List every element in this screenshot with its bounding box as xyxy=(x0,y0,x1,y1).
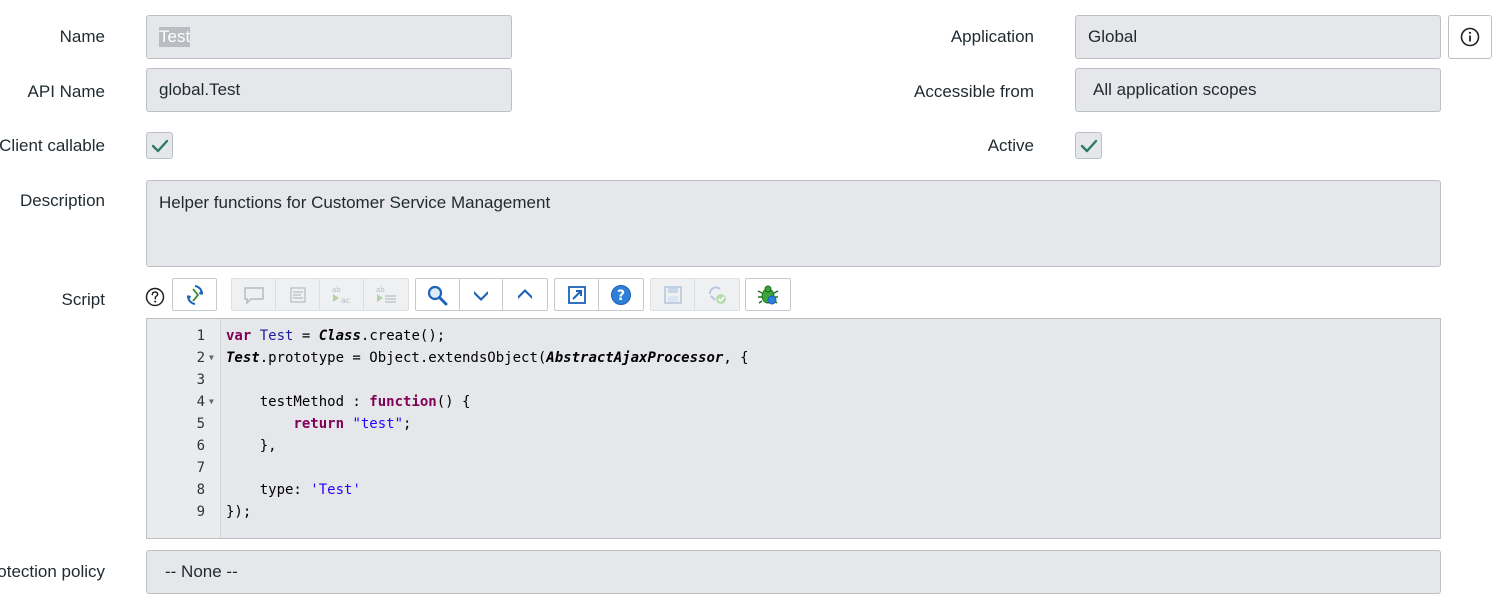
name-input[interactable]: Test xyxy=(146,15,512,59)
svg-text:ab: ab xyxy=(332,286,341,294)
save-icon xyxy=(663,285,682,304)
search-button[interactable] xyxy=(416,279,460,310)
accessible-from-select[interactable]: All application scopes xyxy=(1075,68,1441,112)
application-info-button[interactable] xyxy=(1448,15,1492,59)
previous-icon xyxy=(518,288,533,299)
name-input-value: Test xyxy=(159,27,191,47)
code-text: }); xyxy=(226,504,252,520)
name-label: Name xyxy=(59,27,105,46)
line-number: 1 xyxy=(196,328,205,344)
code-text: Test.prototype = Object.extendsObject(Ab… xyxy=(226,350,749,366)
format-icon xyxy=(289,286,306,303)
description-value: Helper functions for Customer Service Ma… xyxy=(159,193,551,212)
code-text: return "test"; xyxy=(293,416,412,432)
toggle-syntax-button[interactable] xyxy=(173,279,216,310)
replace-button[interactable]: ab ac xyxy=(320,279,364,310)
replace-icon: ab ac xyxy=(332,286,350,305)
toggle-syntax-icon xyxy=(186,284,203,305)
toolbar-group-debug xyxy=(745,278,791,311)
save-script-button[interactable] xyxy=(651,279,695,310)
application-field[interactable]: Global xyxy=(1075,15,1441,59)
protection-policy-label: otection policy xyxy=(0,562,105,581)
line-number: 3 xyxy=(196,372,205,388)
code-text: testMethod : function() { xyxy=(226,394,471,410)
code-text: }, xyxy=(226,438,277,454)
find-previous-button[interactable] xyxy=(503,279,547,310)
debug-button[interactable] xyxy=(746,279,790,310)
protection-policy-value: -- None -- xyxy=(165,562,238,581)
toolbar-group-view: ? xyxy=(554,278,644,311)
active-label: Active xyxy=(987,136,1034,155)
fullscreen-button[interactable] xyxy=(555,279,599,310)
code-text: var Test = Class.create(); xyxy=(226,328,446,344)
toolbar-group-edit: ab ac ab xyxy=(231,278,409,311)
line-number-gutter xyxy=(147,319,221,538)
line-number: 7 xyxy=(196,460,205,476)
api-name-label: API Name xyxy=(27,82,105,101)
svg-text:ab: ab xyxy=(376,286,385,294)
help-icon: ? xyxy=(611,284,631,305)
script-label: Script xyxy=(61,290,105,309)
svg-text:?: ? xyxy=(617,288,625,304)
validate-button[interactable] xyxy=(695,279,739,310)
line-number: 5 xyxy=(196,416,205,432)
replace-all-button[interactable]: ab xyxy=(364,279,408,310)
description-textarea[interactable]: Helper functions for Customer Service Ma… xyxy=(146,180,1441,267)
description-label: Description xyxy=(19,191,105,210)
validate-icon xyxy=(709,286,726,304)
api-name-field[interactable]: global.Test xyxy=(146,68,512,112)
toolbar-group-syntax xyxy=(172,278,217,311)
info-icon xyxy=(1460,27,1480,47)
comment-button[interactable] xyxy=(232,279,276,310)
toolbar-group-search xyxy=(415,278,548,311)
active-checkbox[interactable] xyxy=(1075,132,1102,159)
fold-arrow-icon[interactable]: ▼ xyxy=(209,353,214,362)
accessible-from-label: Accessible from xyxy=(914,82,1034,101)
checkmark-icon xyxy=(151,139,168,152)
accessible-from-value: All application scopes xyxy=(1093,80,1257,99)
help-circle-icon[interactable] xyxy=(145,287,165,307)
format-button[interactable] xyxy=(276,279,320,310)
line-number: 9 xyxy=(196,504,205,520)
line-number: 2 xyxy=(196,350,205,366)
fold-arrow-icon[interactable]: ▼ xyxy=(209,397,214,406)
client-callable-checkbox[interactable] xyxy=(146,132,173,159)
application-label: Application xyxy=(950,27,1034,46)
code-text: type: 'Test' xyxy=(226,482,361,498)
find-next-button[interactable] xyxy=(460,279,504,310)
comment-icon xyxy=(243,286,264,305)
client-callable-label: Client callable xyxy=(0,136,105,155)
fullscreen-icon xyxy=(567,285,586,304)
line-number: 8 xyxy=(196,482,205,498)
debug-icon xyxy=(757,285,779,304)
replace-all-icon: ab xyxy=(376,286,396,303)
script-help-button[interactable]: ? xyxy=(599,279,643,310)
checkmark-icon xyxy=(1080,139,1097,152)
line-number: 6 xyxy=(196,438,205,454)
next-icon xyxy=(474,290,488,301)
api-name-value: global.Test xyxy=(159,80,241,99)
toolbar-group-save xyxy=(650,278,740,311)
search-icon xyxy=(428,285,448,305)
application-value: Global xyxy=(1088,27,1138,46)
svg-text:ac: ac xyxy=(341,296,350,305)
protection-policy-select[interactable]: -- None -- xyxy=(146,550,1441,594)
script-editor[interactable]: 1 var Test = Class.create(); 2 ▼ Test.pr… xyxy=(146,318,1441,539)
line-number: 4 xyxy=(196,394,205,410)
